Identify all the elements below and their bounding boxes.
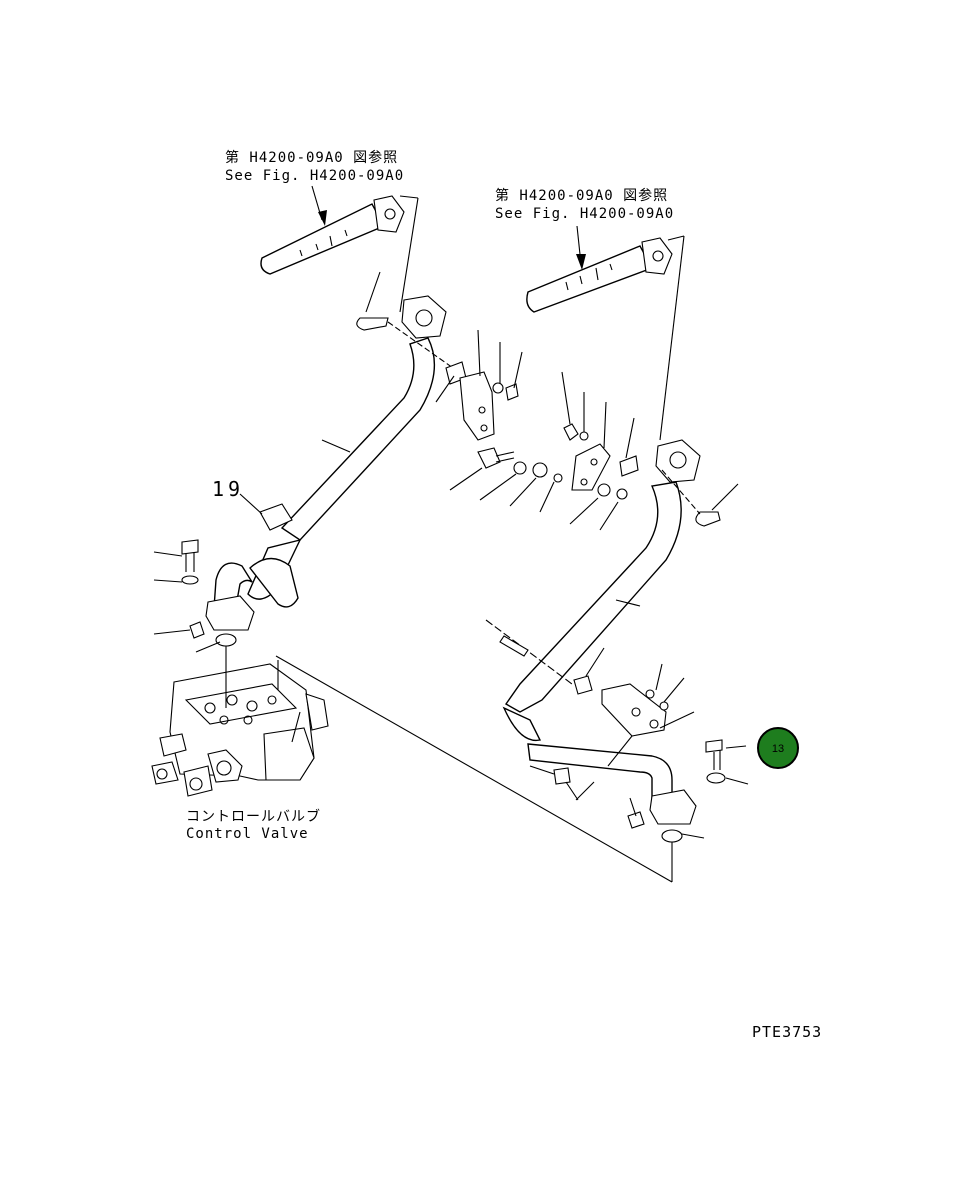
figure-code: PTE3753 [752,1023,822,1041]
ref-right-arrow [576,225,586,270]
ref-right-jp: 第 H4200-09A0 図参照 [495,187,668,204]
leader-19 [239,493,263,515]
ref-left-jp: 第 H4200-09A0 図参照 [225,149,398,166]
control-valve [151,663,329,797]
lower-right-fasteners [529,739,749,843]
ref-left-arrow [311,185,327,226]
left-fasteners [153,539,237,653]
component-name-jp: コントロールバルブ [186,808,321,825]
lower-right-bracket [485,619,695,767]
left-clip [356,317,389,331]
right-clip [695,511,721,527]
callout-13-label: 13 [772,743,784,755]
left-tube-assembly [205,295,447,631]
right-bracket-group [561,371,639,531]
callout-13-badge[interactable]: 13 [757,727,799,769]
callout-19: 19 [212,477,244,501]
upper-right-pipe [526,237,673,313]
left-bracket-group [435,329,523,441]
middle-fasteners [449,447,563,513]
upper-left-pipe [260,195,405,275]
ref-right-en: See Fig. H4200-09A0 [495,206,674,222]
ref-left-leader [399,195,419,199]
ref-left-en: See Fig. H4200-09A0 [225,168,404,184]
component-name-en: Control Valve [186,826,309,842]
right-tube-assembly [502,439,701,825]
